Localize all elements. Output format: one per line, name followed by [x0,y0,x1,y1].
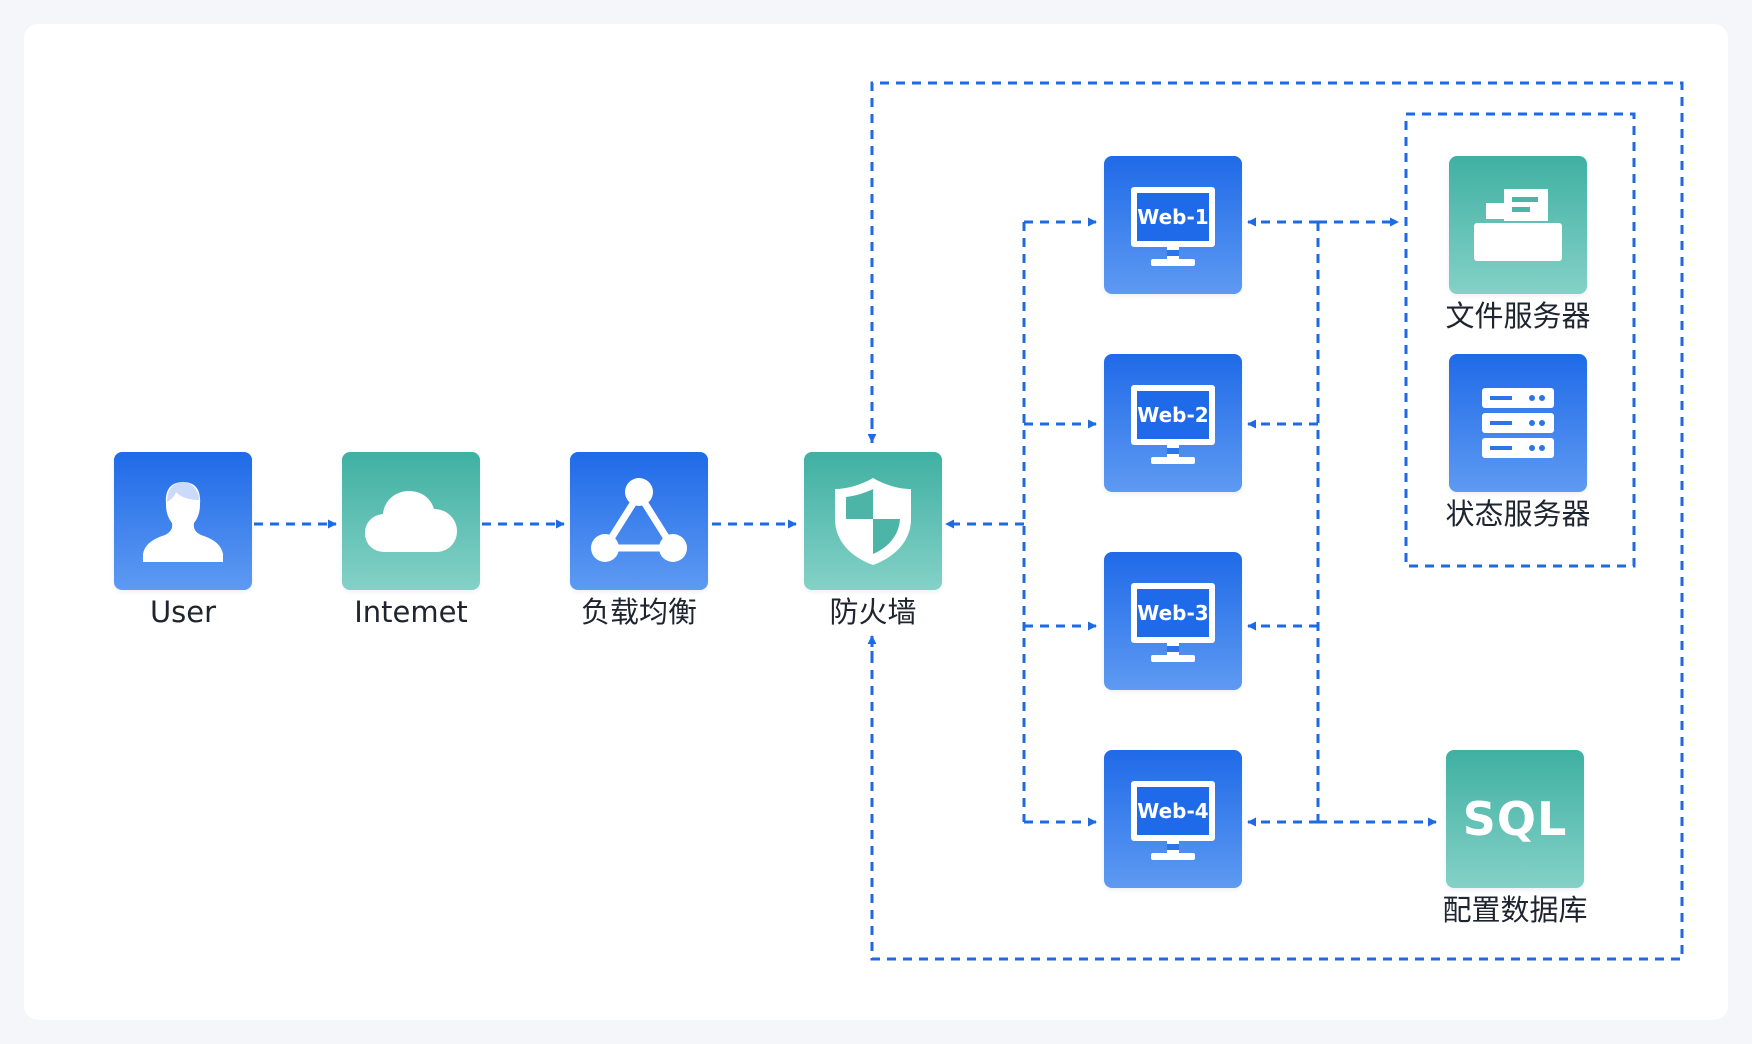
internet-node[interactable] [342,452,480,590]
web1-screen-label: Web-1 [1131,187,1215,247]
monitor-icon: Web-1 [1123,175,1223,275]
web4-node[interactable]: Web-4 [1104,750,1242,888]
web1-node[interactable]: Web-1 [1104,156,1242,294]
outer-loop-border [870,81,1684,961]
config-db-label: 配置数据库 [1442,893,1588,927]
user-label: User [149,595,217,629]
web3-node[interactable]: Web-3 [1104,552,1242,690]
monitor-icon: Web-2 [1123,373,1223,473]
load-balancer-node[interactable] [570,452,708,590]
file-server-label: 文件服务器 [1445,299,1591,333]
user-node[interactable] [114,452,252,590]
state-server-node[interactable] [1449,354,1587,492]
file-server-icon [1474,189,1562,261]
load-balancer-label: 负载均衡 [580,595,697,629]
sql-database-icon: SQL [1462,792,1568,846]
network-triangle-icon [591,478,687,562]
file-server-node[interactable] [1449,156,1587,294]
monitor-icon: Web-4 [1123,769,1223,869]
server-group-border [1404,112,1636,568]
state-server-label: 状态服务器 [1445,497,1591,531]
web2-node[interactable]: Web-2 [1104,354,1242,492]
firewall-label: 防火墙 [829,595,917,629]
cloud-icon [365,491,457,552]
shield-icon [835,478,911,565]
user-icon [143,482,223,562]
web4-screen-label: Web-4 [1131,781,1215,841]
internet-label: Intemet [354,595,468,629]
monitor-icon: Web-3 [1123,571,1223,671]
web3-screen-label: Web-3 [1131,583,1215,643]
server-rack-icon [1482,388,1554,458]
firewall-node[interactable] [804,452,942,590]
web2-screen-label: Web-2 [1131,385,1215,445]
config-db-node[interactable]: SQL [1446,750,1584,888]
